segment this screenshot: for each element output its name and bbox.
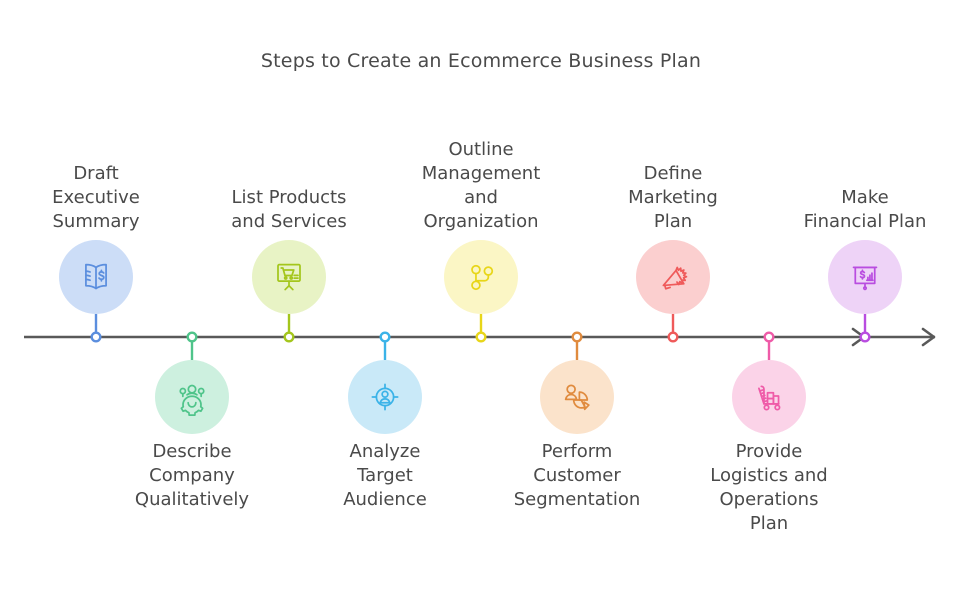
timeline-step[interactable]: Perform Customer Segmentation bbox=[492, 360, 662, 512]
cart-board-icon[interactable] bbox=[252, 240, 326, 314]
axis-node-marker[interactable] bbox=[763, 331, 775, 343]
step-label: Provide Logistics and Operations Plan bbox=[710, 441, 828, 534]
book-dollar-icon[interactable] bbox=[59, 240, 133, 314]
axis-node-marker[interactable] bbox=[90, 331, 102, 343]
axis-node-marker[interactable] bbox=[186, 331, 198, 343]
axis-node-marker[interactable] bbox=[859, 331, 871, 343]
step-label: List Products and Services bbox=[231, 187, 347, 232]
axis-arrowhead bbox=[851, 327, 866, 347]
timeline-step[interactable]: Draft Executive Summary bbox=[11, 162, 181, 314]
hierarchy-nodes-icon[interactable] bbox=[444, 240, 518, 314]
target-person-icon[interactable] bbox=[348, 360, 422, 434]
timeline-step[interactable]: Describe Company Qualitatively bbox=[107, 360, 277, 512]
axis-node-marker[interactable] bbox=[475, 331, 487, 343]
hand-truck-icon[interactable] bbox=[732, 360, 806, 434]
step-label: Outline Management and Organization bbox=[421, 139, 541, 232]
board-dollar-chart-icon[interactable] bbox=[828, 240, 902, 314]
step-label: Describe Company Qualitatively bbox=[134, 441, 250, 510]
timeline-step[interactable]: Define Marketing Plan bbox=[588, 162, 758, 314]
axis-arrowhead bbox=[921, 327, 936, 347]
timeline-step[interactable]: Make Financial Plan bbox=[780, 186, 950, 314]
step-label: Make Financial Plan bbox=[803, 187, 927, 232]
step-label: Analyze Target Audience bbox=[343, 441, 427, 510]
page-title: Steps to Create an Ecommerce Business Pl… bbox=[260, 50, 702, 72]
step-label: Define Marketing Plan bbox=[628, 163, 718, 232]
timeline-step[interactable]: Provide Logistics and Operations Plan bbox=[684, 360, 854, 536]
step-label: Perform Customer Segmentation bbox=[513, 441, 641, 510]
axis-node-marker[interactable] bbox=[667, 331, 679, 343]
person-piechart-icon[interactable] bbox=[540, 360, 614, 434]
timeline-step[interactable]: Outline Management and Organization bbox=[396, 138, 566, 314]
megaphone-icon[interactable] bbox=[636, 240, 710, 314]
axis-node-marker[interactable] bbox=[283, 331, 295, 343]
timeline-step[interactable]: List Products and Services bbox=[204, 186, 374, 314]
axis-node-marker[interactable] bbox=[571, 331, 583, 343]
step-label: Draft Executive Summary bbox=[52, 163, 140, 232]
team-gear-icon[interactable] bbox=[155, 360, 229, 434]
axis-node-marker[interactable] bbox=[379, 331, 391, 343]
timeline-step[interactable]: Analyze Target Audience bbox=[300, 360, 470, 512]
